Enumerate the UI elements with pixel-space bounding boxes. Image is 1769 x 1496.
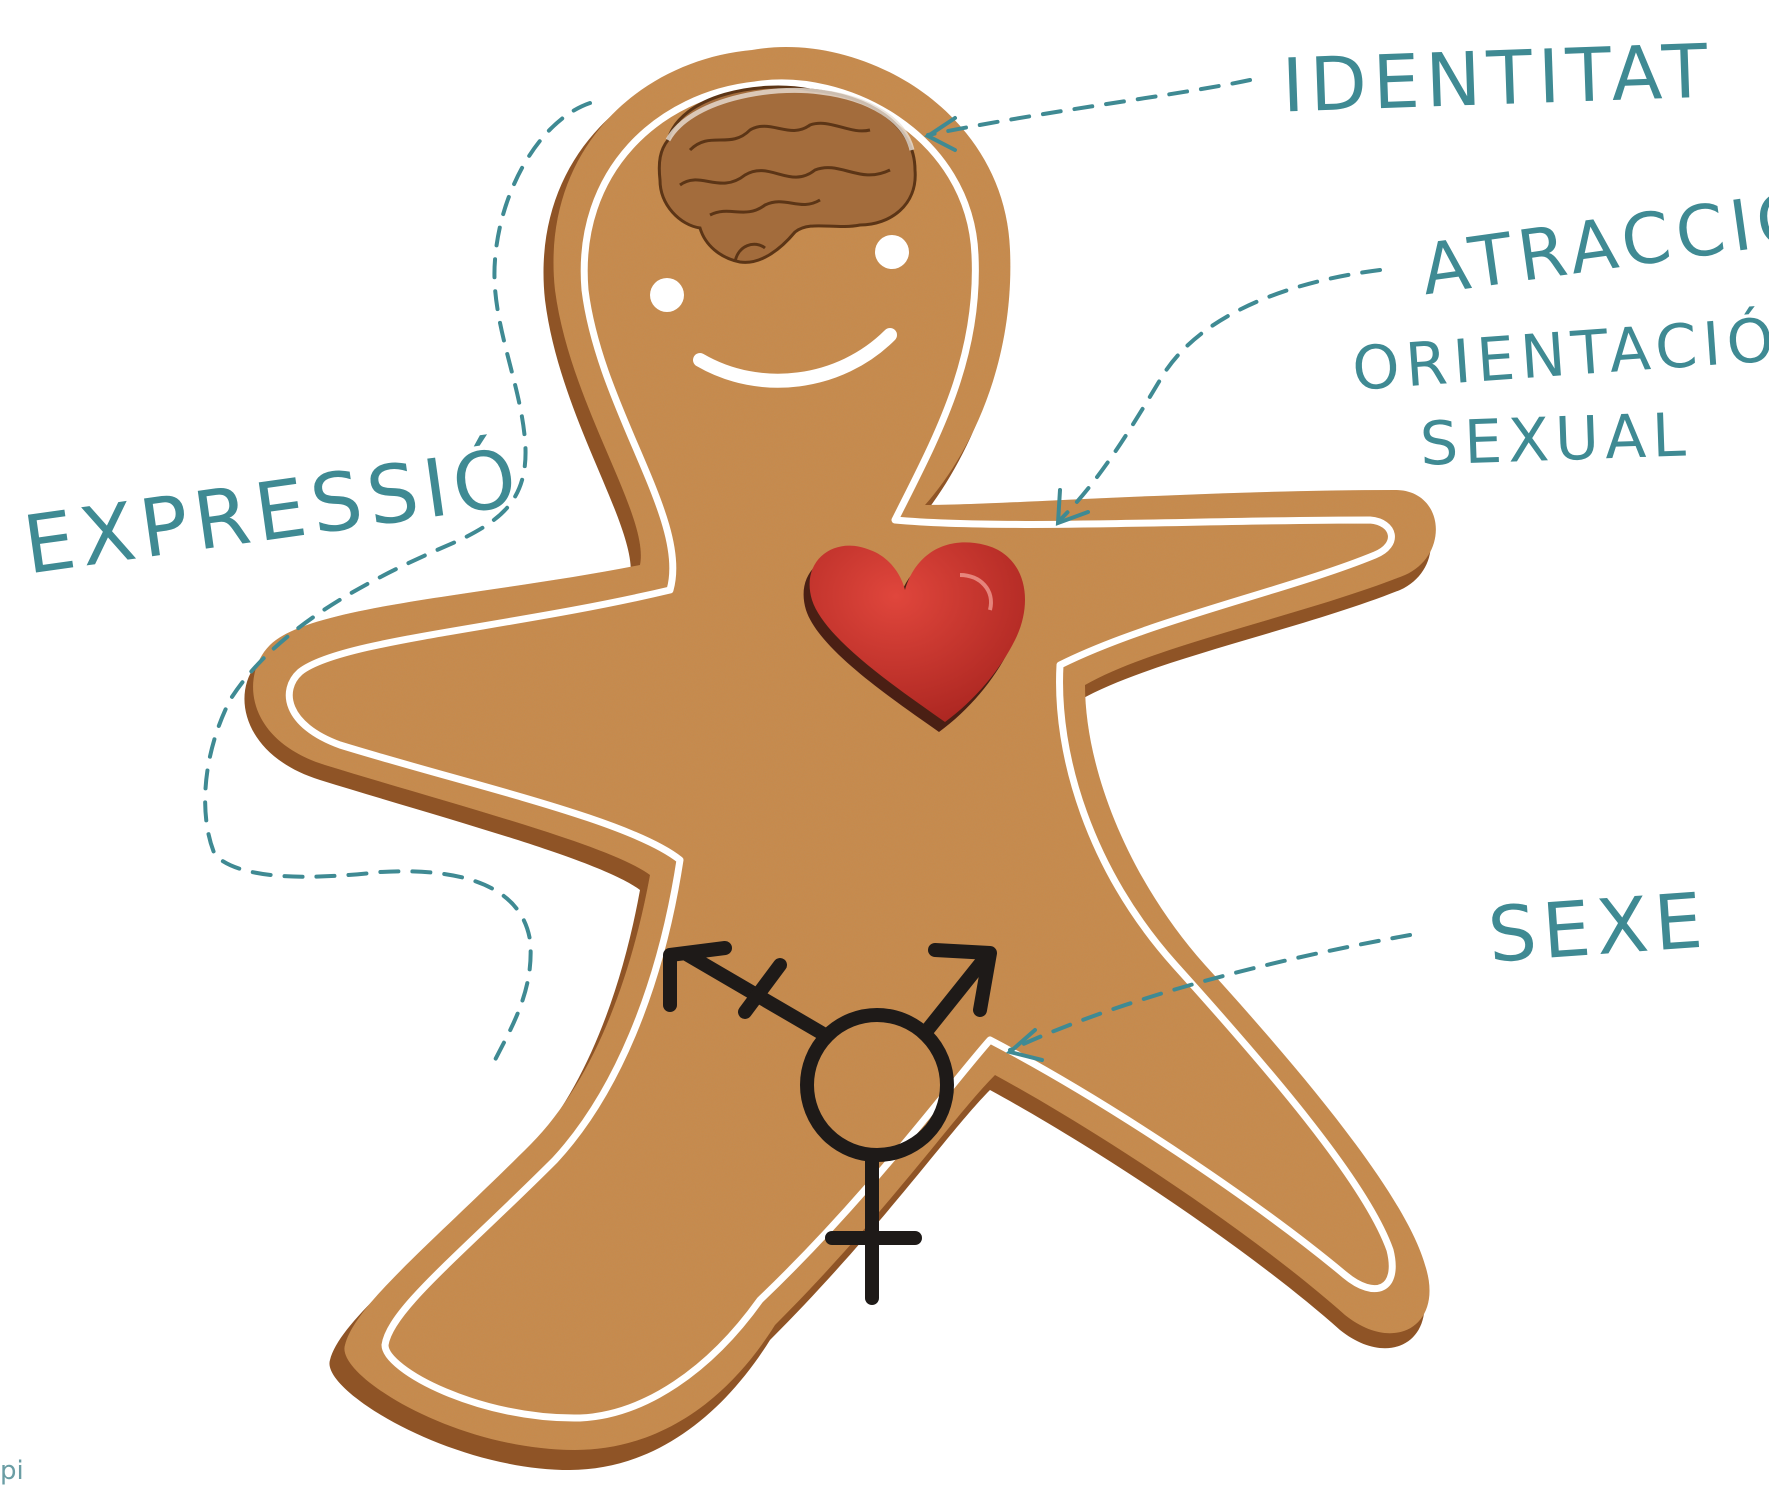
left-eye-icon	[650, 278, 684, 312]
watermark: pi	[0, 1456, 24, 1486]
expressio-outline	[205, 103, 590, 1060]
atraccio-leader	[1060, 270, 1380, 520]
label-identitat: IDENTITAT	[1281, 34, 1715, 123]
label-sexual: SEXUAL	[1419, 405, 1692, 474]
label-sexe: SEXE	[1486, 882, 1711, 973]
identitat-leader	[928, 80, 1250, 135]
right-eye-icon	[875, 235, 909, 269]
